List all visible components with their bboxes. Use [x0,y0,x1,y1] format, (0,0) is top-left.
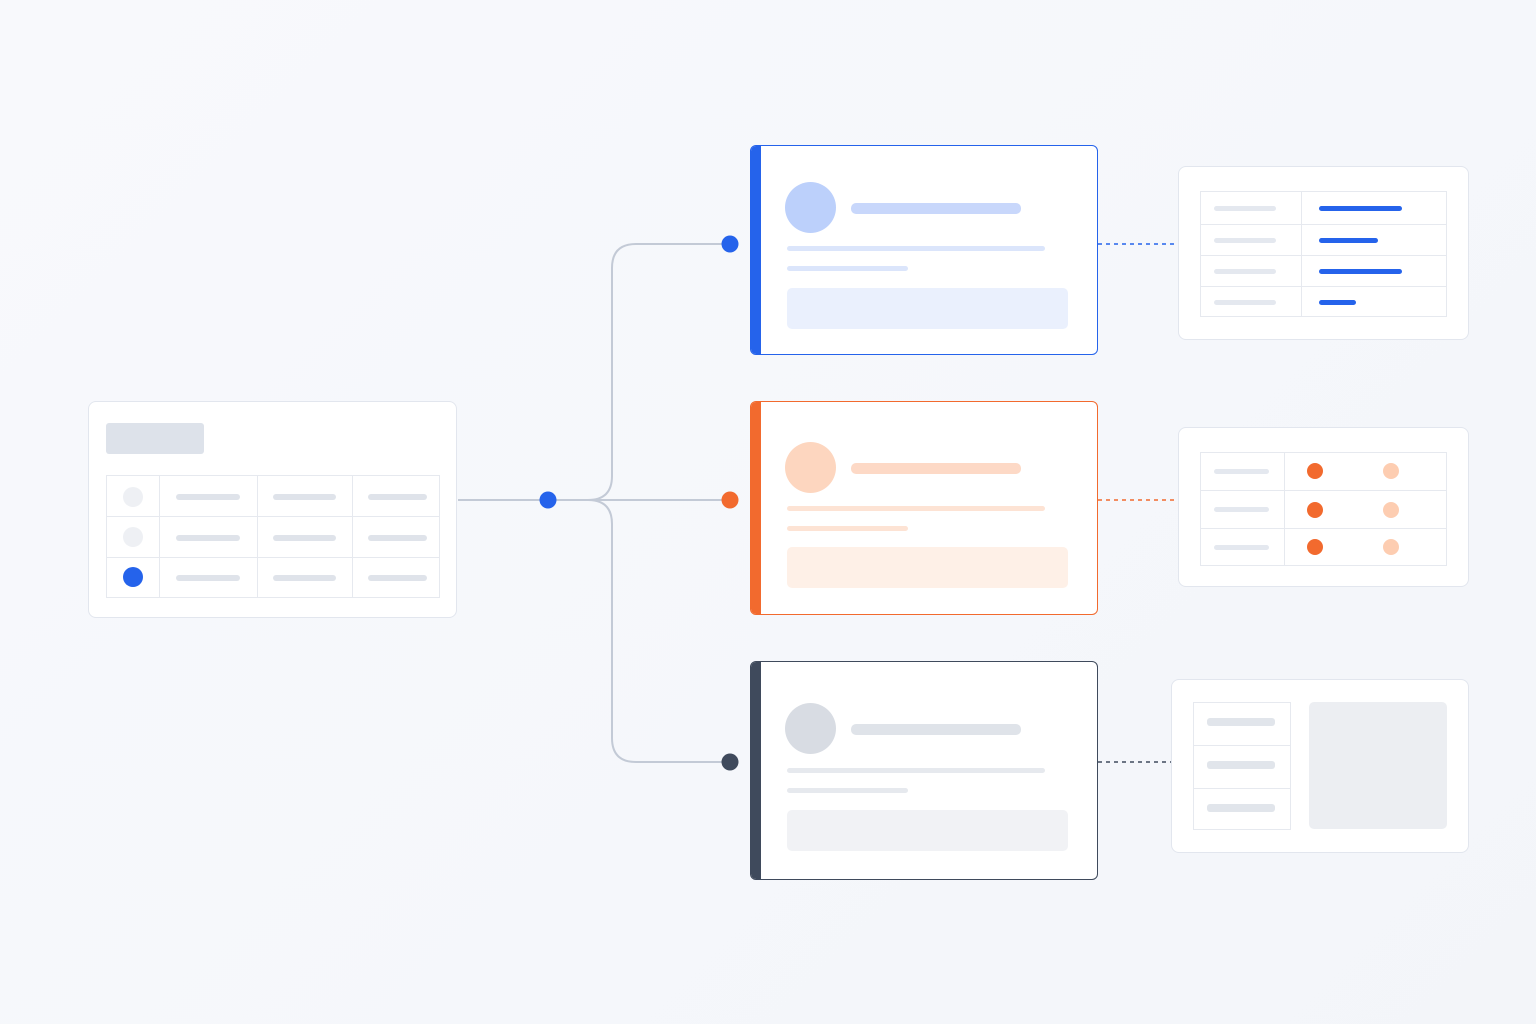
detail-label-placeholder [1214,300,1276,305]
preview-placeholder [1309,702,1447,829]
status-dot [1307,463,1323,479]
status-dot-light [1383,539,1399,555]
hub-node [539,491,557,509]
source-table [106,475,440,598]
row-3-radio-selected[interactable] [123,567,143,587]
status-dot [1307,539,1323,555]
row-3-cell [176,575,240,581]
avatar-placeholder [785,182,836,233]
node-orange [721,491,739,509]
dark-detail-panel [1171,679,1469,853]
source-table-header-placeholder [106,423,204,454]
text-line-placeholder [787,768,1045,773]
blue-detail-table [1200,191,1447,317]
content-block-placeholder [787,547,1068,588]
status-dot-light [1383,502,1399,518]
detail-value-bar [1319,300,1356,305]
detail-label-placeholder [1214,545,1269,550]
text-line-placeholder [787,246,1045,251]
blue-detail-panel [1178,166,1469,340]
detail-label-placeholder [1214,469,1269,474]
dark-branch-card[interactable] [750,661,1098,880]
detail-value-bar [1319,269,1402,274]
dark-detail-list [1193,702,1291,830]
orange-detail-panel [1178,427,1469,587]
orange-detail-table [1200,452,1447,566]
card-accent-bar [751,402,761,614]
text-line-placeholder [787,266,908,271]
text-line-placeholder [787,506,1045,511]
row-2-radio[interactable] [123,527,143,547]
avatar-placeholder [785,442,836,493]
status-dot [1307,502,1323,518]
node-dark [721,753,739,771]
source-table-panel [88,401,457,618]
card-accent-bar [751,146,761,354]
row-2-cell [368,535,427,541]
row-1-cell [273,494,336,500]
detail-label-placeholder [1207,761,1275,769]
detail-value-bar [1319,238,1378,243]
title-placeholder [851,463,1021,474]
detail-label-placeholder [1214,238,1276,243]
wire-hub-to-dark [587,499,730,763]
content-block-placeholder [787,810,1068,851]
avatar-placeholder [785,703,836,754]
text-line-placeholder [787,788,908,793]
row-2-cell [176,535,240,541]
detail-label-placeholder [1214,269,1276,274]
orange-branch-card[interactable] [750,401,1098,615]
row-2-cell [273,535,336,541]
card-accent-bar [751,662,761,879]
detail-label-placeholder [1207,804,1275,812]
detail-value-bar [1319,206,1402,211]
node-blue [721,235,739,253]
detail-label-placeholder [1214,507,1269,512]
detail-label-placeholder [1207,718,1275,726]
text-line-placeholder [787,526,908,531]
status-dot-light [1383,463,1399,479]
content-block-placeholder [787,288,1068,329]
detail-label-placeholder [1214,206,1276,211]
wire-hub-to-blue [548,243,730,501]
row-1-cell [176,494,240,500]
title-placeholder [851,724,1021,735]
row-3-cell [273,575,336,581]
row-1-radio[interactable] [123,487,143,507]
row-3-cell [368,575,427,581]
title-placeholder [851,203,1021,214]
row-1-cell [368,494,427,500]
blue-branch-card[interactable] [750,145,1098,355]
